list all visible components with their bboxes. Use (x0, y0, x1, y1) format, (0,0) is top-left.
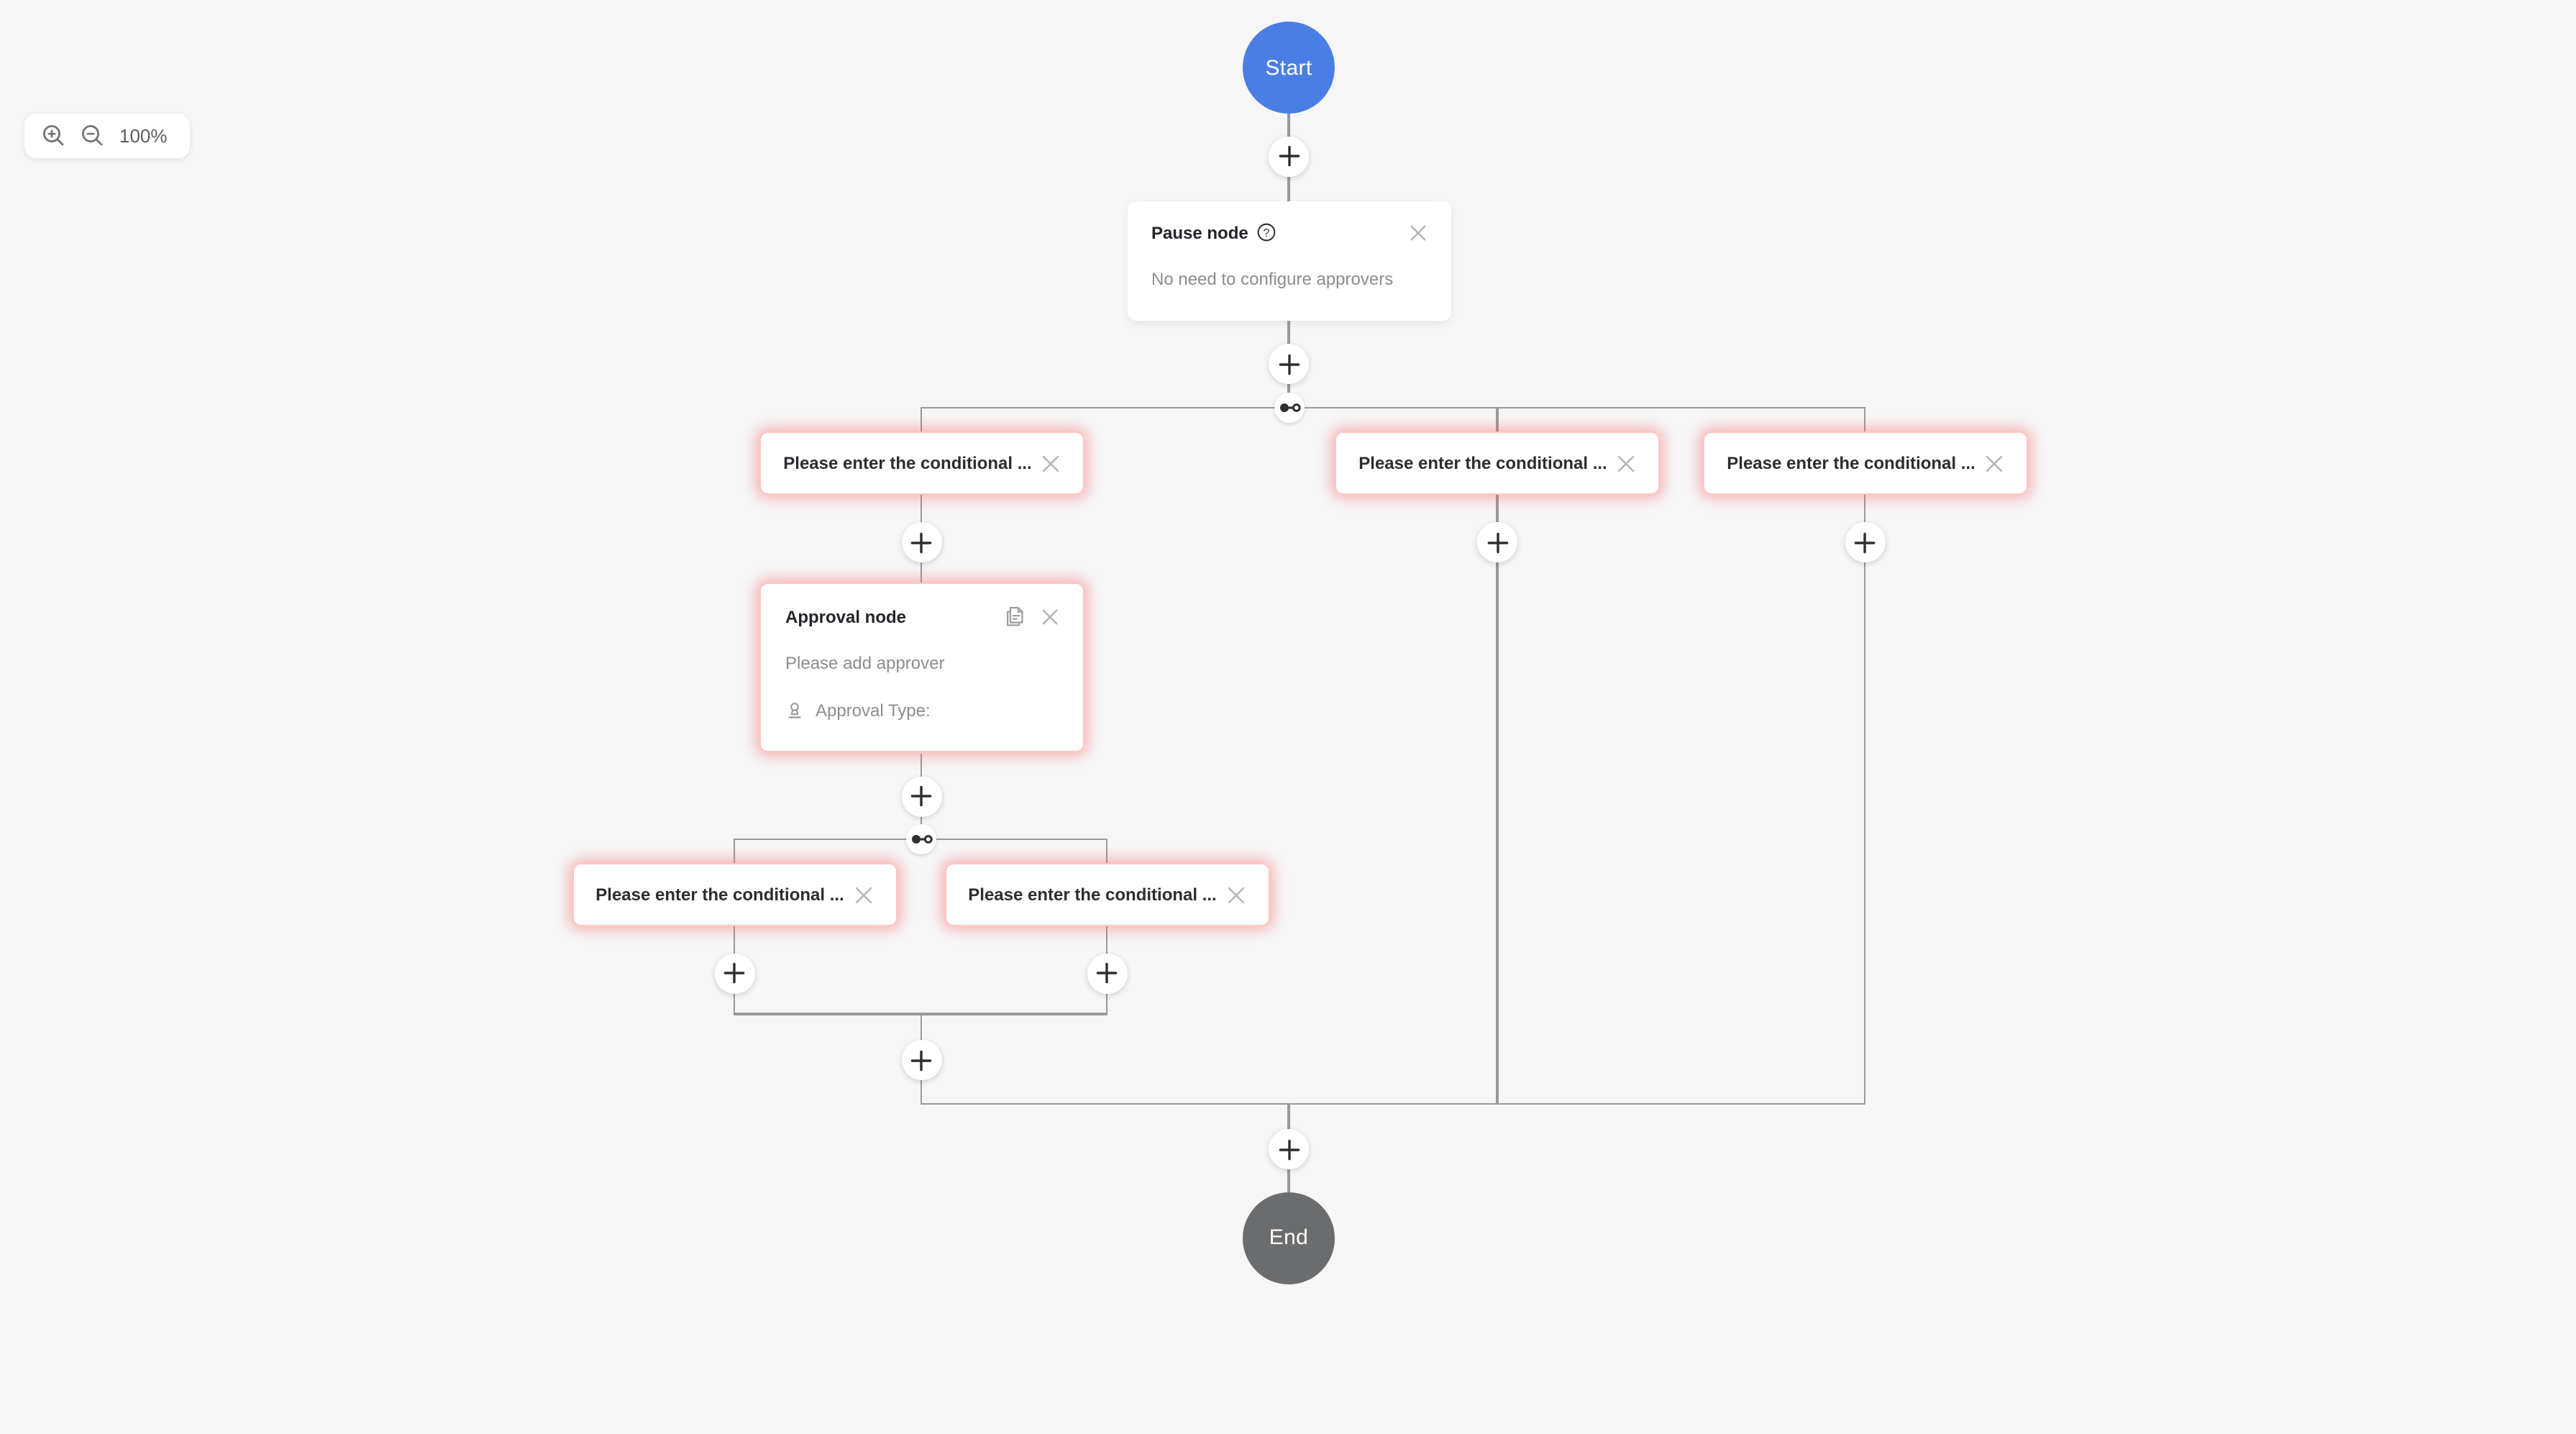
pause-node-description: No need to configure approvers (1151, 268, 1394, 288)
dot-link-icon (911, 835, 932, 844)
magnifier-minus-icon (81, 124, 103, 146)
condition-label: Please enter the conditional ... (1358, 453, 1607, 473)
condition-node-card[interactable]: Please enter the conditional ... (1703, 431, 2028, 495)
flow-connector (920, 408, 923, 583)
close-icon[interactable] (1041, 608, 1059, 625)
add-node-button[interactable] (901, 1040, 941, 1080)
add-node-button[interactable] (1269, 136, 1309, 176)
zoom-out-button[interactable] (81, 124, 105, 148)
close-icon[interactable] (854, 885, 873, 904)
start-node-label: Start (1265, 55, 1312, 80)
close-icon[interactable] (1986, 454, 2004, 472)
plus-icon (1486, 531, 1508, 553)
approval-node-card[interactable]: Approval node Please add approver Approv… (759, 583, 1084, 752)
help-icon[interactable]: ? (1257, 223, 1276, 242)
add-node-button[interactable] (714, 953, 754, 993)
add-node-button[interactable] (1269, 1129, 1309, 1169)
magnifier-plus-icon (42, 124, 64, 146)
close-icon[interactable] (1409, 224, 1426, 241)
branch-merge-line (920, 1102, 1866, 1105)
zoom-toolbar: 100% (24, 114, 190, 158)
svg-text:?: ? (1263, 227, 1269, 239)
close-icon[interactable] (1042, 454, 1061, 472)
add-node-button[interactable] (1477, 522, 1517, 562)
plus-icon (1278, 145, 1300, 167)
start-node[interactable]: Start (1243, 22, 1335, 114)
plus-icon (1278, 1138, 1300, 1160)
condition-node-card[interactable]: Please enter the conditional ... (759, 431, 1084, 495)
condition-label: Please enter the conditional ... (595, 885, 844, 905)
add-node-button[interactable] (1087, 953, 1127, 993)
plus-icon (910, 1049, 932, 1071)
close-icon[interactable] (1227, 885, 1246, 904)
add-node-button[interactable] (901, 522, 941, 562)
condition-node-card[interactable]: Please enter the conditional ... (572, 863, 897, 926)
add-node-button[interactable] (901, 776, 941, 816)
close-icon[interactable] (1617, 454, 1636, 472)
flow-connector (1496, 408, 1499, 1103)
add-node-button[interactable] (1845, 522, 1885, 562)
branch-split-marker (906, 824, 936, 854)
plus-icon (723, 962, 745, 984)
pause-node-title: Pause node (1151, 222, 1248, 242)
branch-split-line (920, 406, 1866, 409)
plus-icon (910, 531, 932, 553)
end-node: End (1243, 1192, 1335, 1284)
condition-node-card[interactable]: Please enter the conditional ... (944, 863, 1269, 926)
flow-connector (733, 839, 736, 1015)
branch-split-marker (1274, 393, 1305, 423)
plus-icon (1278, 353, 1300, 375)
flow-connector (1863, 408, 1866, 1103)
condition-label: Please enter the conditional ... (1727, 453, 1976, 473)
approval-type-label: Approval Type: (816, 700, 931, 721)
condition-node-card[interactable]: Please enter the conditional ... (1335, 431, 1660, 495)
plus-icon (1854, 531, 1876, 553)
plus-icon (910, 785, 932, 807)
pause-node-card[interactable]: Pause node ? No need to configure approv… (1127, 201, 1451, 320)
stamp-icon (785, 701, 804, 720)
plus-icon (1096, 962, 1118, 984)
end-node-label: End (1269, 1225, 1309, 1250)
approval-node-title: Approval node (785, 606, 907, 626)
add-node-button[interactable] (1269, 344, 1309, 384)
approval-node-description: Please add approver (785, 653, 945, 673)
condition-label: Please enter the conditional ... (783, 453, 1032, 473)
zoom-level-label: 100% (119, 125, 168, 147)
condition-label: Please enter the conditional ... (968, 885, 1217, 905)
zoom-in-button[interactable] (42, 124, 66, 148)
dot-link-icon (1279, 403, 1300, 412)
copy-document-icon[interactable] (1004, 606, 1026, 627)
flow-connector (1105, 839, 1108, 1015)
